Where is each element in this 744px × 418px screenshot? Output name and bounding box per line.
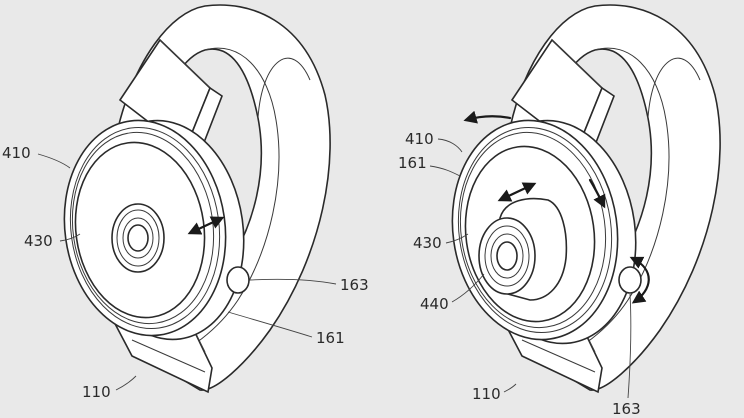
left-label-163: 163 xyxy=(340,276,369,294)
right-label-430: 430 xyxy=(413,234,442,252)
right-crown xyxy=(618,266,642,294)
left-watch-view: 410 430 163 161 110 xyxy=(2,4,369,401)
left-label-430: 430 xyxy=(24,232,53,250)
right-watch-view: 410 161 430 440 110 163 xyxy=(398,4,721,418)
left-label-410: 410 xyxy=(2,144,31,162)
right-label-110: 110 xyxy=(472,385,501,403)
left-crown xyxy=(226,266,250,294)
left-label-161: 161 xyxy=(316,329,345,347)
right-label-410: 410 xyxy=(405,130,434,148)
right-label-161: 161 xyxy=(398,154,427,172)
right-arrow-top xyxy=(463,110,512,124)
left-label-110: 110 xyxy=(82,383,111,401)
left-rotate-arrow xyxy=(187,216,225,235)
right-label-163: 163 xyxy=(612,400,641,418)
right-arrow-bezel xyxy=(588,178,606,209)
right-label-440: 440 xyxy=(420,295,449,313)
right-arrow-crown xyxy=(629,256,650,304)
left-lens xyxy=(111,203,165,273)
right-arrow-barrel xyxy=(497,182,537,202)
